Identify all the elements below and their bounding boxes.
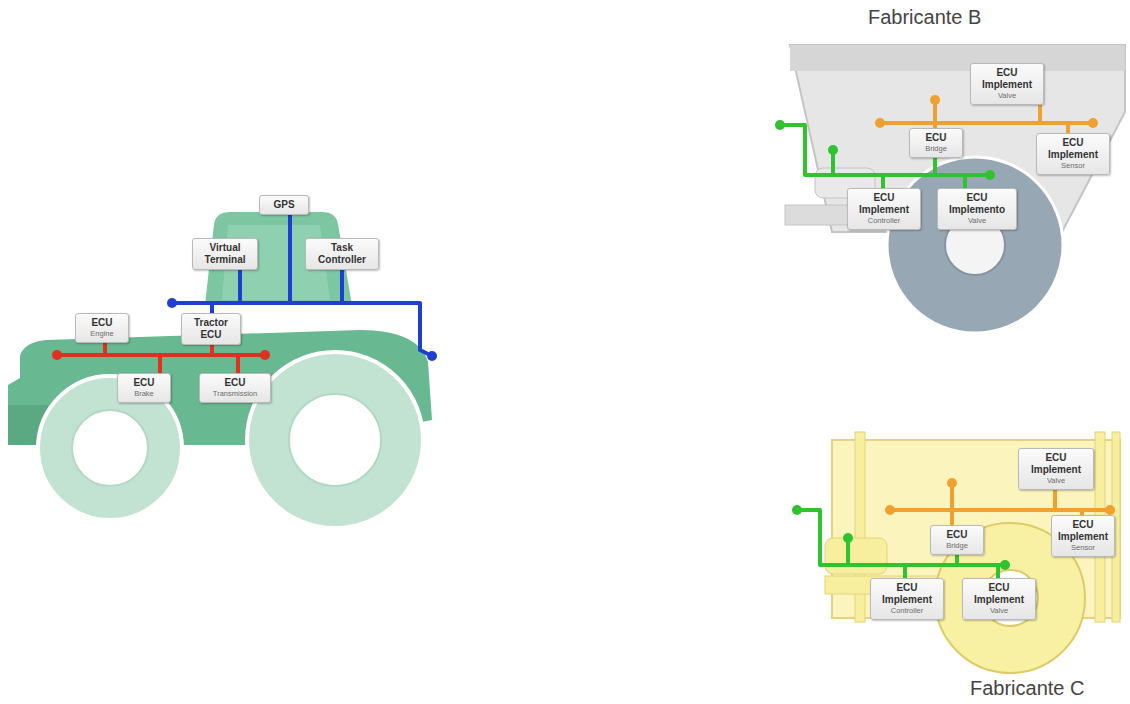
ecu-box: ECUEngine	[75, 313, 129, 343]
box-subtitle: Brake	[122, 389, 166, 399]
box-title: ECU Implement	[852, 192, 916, 216]
ecu-box: ECU ImplementController	[847, 188, 921, 230]
manufacturer-label: Fabricante B	[868, 6, 981, 29]
box-title: ECU	[80, 317, 124, 329]
box-title: ECU	[122, 377, 166, 389]
bus-terminators	[52, 95, 1115, 570]
box-subtitle: Valve	[975, 91, 1039, 101]
ecu-box: ECU ImplementoValve	[937, 188, 1017, 230]
box-subtitle: Valve	[942, 216, 1012, 226]
box-title: Virtual Terminal	[197, 242, 253, 266]
ecu-box: ECU ImplementController	[870, 578, 944, 620]
box-title: ECU Implement	[975, 67, 1039, 91]
box-title: ECU Implement	[1056, 519, 1110, 543]
implement-b	[785, 45, 1125, 333]
box-title: ECU Implement	[1041, 137, 1105, 161]
ecu-box: ECU ImplementSensor	[1036, 133, 1110, 175]
box-title: ECU Implement	[1023, 452, 1089, 476]
ecu-box: ECUBrake	[117, 373, 171, 403]
ecu-box: ECUBridge	[930, 525, 984, 555]
ecu-box: Virtual Terminal	[192, 238, 258, 270]
box-subtitle: Controller	[852, 216, 916, 226]
box-title: ECU Implement	[967, 582, 1031, 606]
box-subtitle: Valve	[967, 606, 1031, 616]
ecu-box: ECUTransmission	[199, 373, 271, 403]
box-title: Task Controller	[310, 242, 374, 266]
ecu-box: Task Controller	[305, 238, 379, 270]
implement-c	[825, 432, 1120, 673]
manufacturer-label: Fabricante C	[970, 677, 1085, 700]
box-subtitle: Engine	[80, 329, 124, 339]
tractor	[8, 212, 432, 528]
bus-lines	[57, 85, 1110, 595]
box-title: ECU	[914, 132, 958, 144]
ecu-box: GPS	[259, 195, 309, 215]
box-title: ECU Implemento	[942, 192, 1012, 216]
ecu-box: ECU ImplementSensor	[1051, 515, 1115, 557]
box-subtitle: Transmission	[204, 389, 266, 399]
box-subtitle: Controller	[875, 606, 939, 616]
ecu-box: ECU ImplementValve	[970, 63, 1044, 105]
box-subtitle: Bridge	[935, 541, 979, 551]
box-subtitle: Sensor	[1056, 543, 1110, 553]
ecu-box: ECU ImplementValve	[1018, 448, 1094, 490]
ecu-box: Tractor ECU	[181, 313, 241, 345]
ecu-box: ECUBridge	[909, 128, 963, 158]
box-title: GPS	[264, 199, 304, 211]
box-title: ECU	[935, 529, 979, 541]
box-title: ECU	[204, 377, 266, 389]
box-subtitle: Valve	[1023, 476, 1089, 486]
box-title: ECU Implement	[875, 582, 939, 606]
box-subtitle: Sensor	[1041, 161, 1105, 171]
box-subtitle: Bridge	[914, 144, 958, 154]
ecu-box: ECU ImplementValve	[962, 578, 1036, 620]
box-title: Tractor ECU	[186, 317, 236, 341]
